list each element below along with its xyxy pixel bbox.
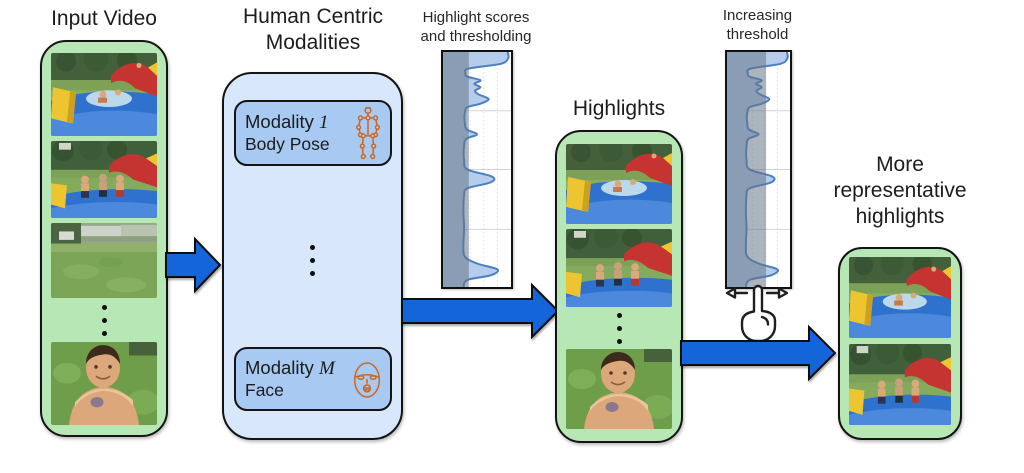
face-mesh-icon <box>353 362 381 398</box>
score-plot-caption-line2: and thresholding <box>420 28 532 45</box>
increasing-threshold-plot-svg <box>727 52 790 287</box>
highlights-title: Highlights <box>572 97 666 120</box>
ellipsis-dots <box>224 234 401 286</box>
modalities-title-line1: Human Centric <box>242 5 384 28</box>
video-frame-pool <box>51 53 157 136</box>
ellipsis-dots <box>101 303 107 337</box>
modalities-title-line2: Modalities <box>265 31 361 54</box>
threshold-plot-caption: Increasing threshold <box>690 6 825 44</box>
video-frame-boy-closeup <box>51 342 157 425</box>
modalities-title: Human Centric Modalities <box>225 4 401 56</box>
increasing-threshold-plot <box>725 50 792 289</box>
threshold-plot-caption-line2: threshold <box>726 26 789 43</box>
video-frame-boy-closeup <box>566 349 672 429</box>
video-frame-kids <box>566 229 672 307</box>
score-plot-caption-line1: Highlight scores <box>422 9 530 26</box>
video-frame-pool <box>849 257 951 338</box>
highlight-score-plot-svg <box>443 52 511 287</box>
video-frame-kids <box>849 344 951 425</box>
ellipsis-dots <box>616 312 622 344</box>
more-highlights-title-line3: highlights <box>855 205 945 228</box>
more-highlights-title-line2: representative <box>833 179 967 202</box>
flow-arrow-input-to-modalities <box>165 236 222 294</box>
threshold-plot-caption-line1: Increasing <box>722 7 793 24</box>
modality-m-variable: M <box>319 358 335 379</box>
modality-m-box: Modality M Face <box>234 347 392 411</box>
more-highlights-panel <box>838 247 962 440</box>
more-highlights-title: More representative highlights <box>825 152 975 230</box>
swipe-horizontal-hand-icon[interactable] <box>723 284 791 346</box>
modality-m-label: Modality <box>245 357 314 378</box>
modality-1-variable: 1 <box>319 112 329 133</box>
input-video-panel <box>40 40 168 437</box>
flow-arrow-modalities-to-highlights <box>401 282 560 340</box>
highlights-panel <box>555 130 683 443</box>
highlight-score-plot <box>441 50 513 289</box>
video-frame-pool <box>566 144 672 224</box>
modalities-panel: Modality 1 Body Pose <box>222 72 403 440</box>
input-video-title: Input Video <box>51 7 157 30</box>
video-frame-backyard <box>51 223 157 298</box>
modality-1-label: Modality <box>245 111 314 132</box>
modality-m-sublabel: Face <box>245 380 284 400</box>
score-plot-caption: Highlight scores and thresholding <box>406 8 546 46</box>
flow-arrow-highlights-to-more <box>680 324 837 382</box>
more-highlights-title-line1: More <box>876 153 924 176</box>
modality-1-box: Modality 1 Body Pose <box>234 100 392 166</box>
modality-1-sublabel: Body Pose <box>245 134 330 154</box>
body-pose-skeleton-icon <box>355 106 381 160</box>
video-frame-kids <box>51 141 157 218</box>
